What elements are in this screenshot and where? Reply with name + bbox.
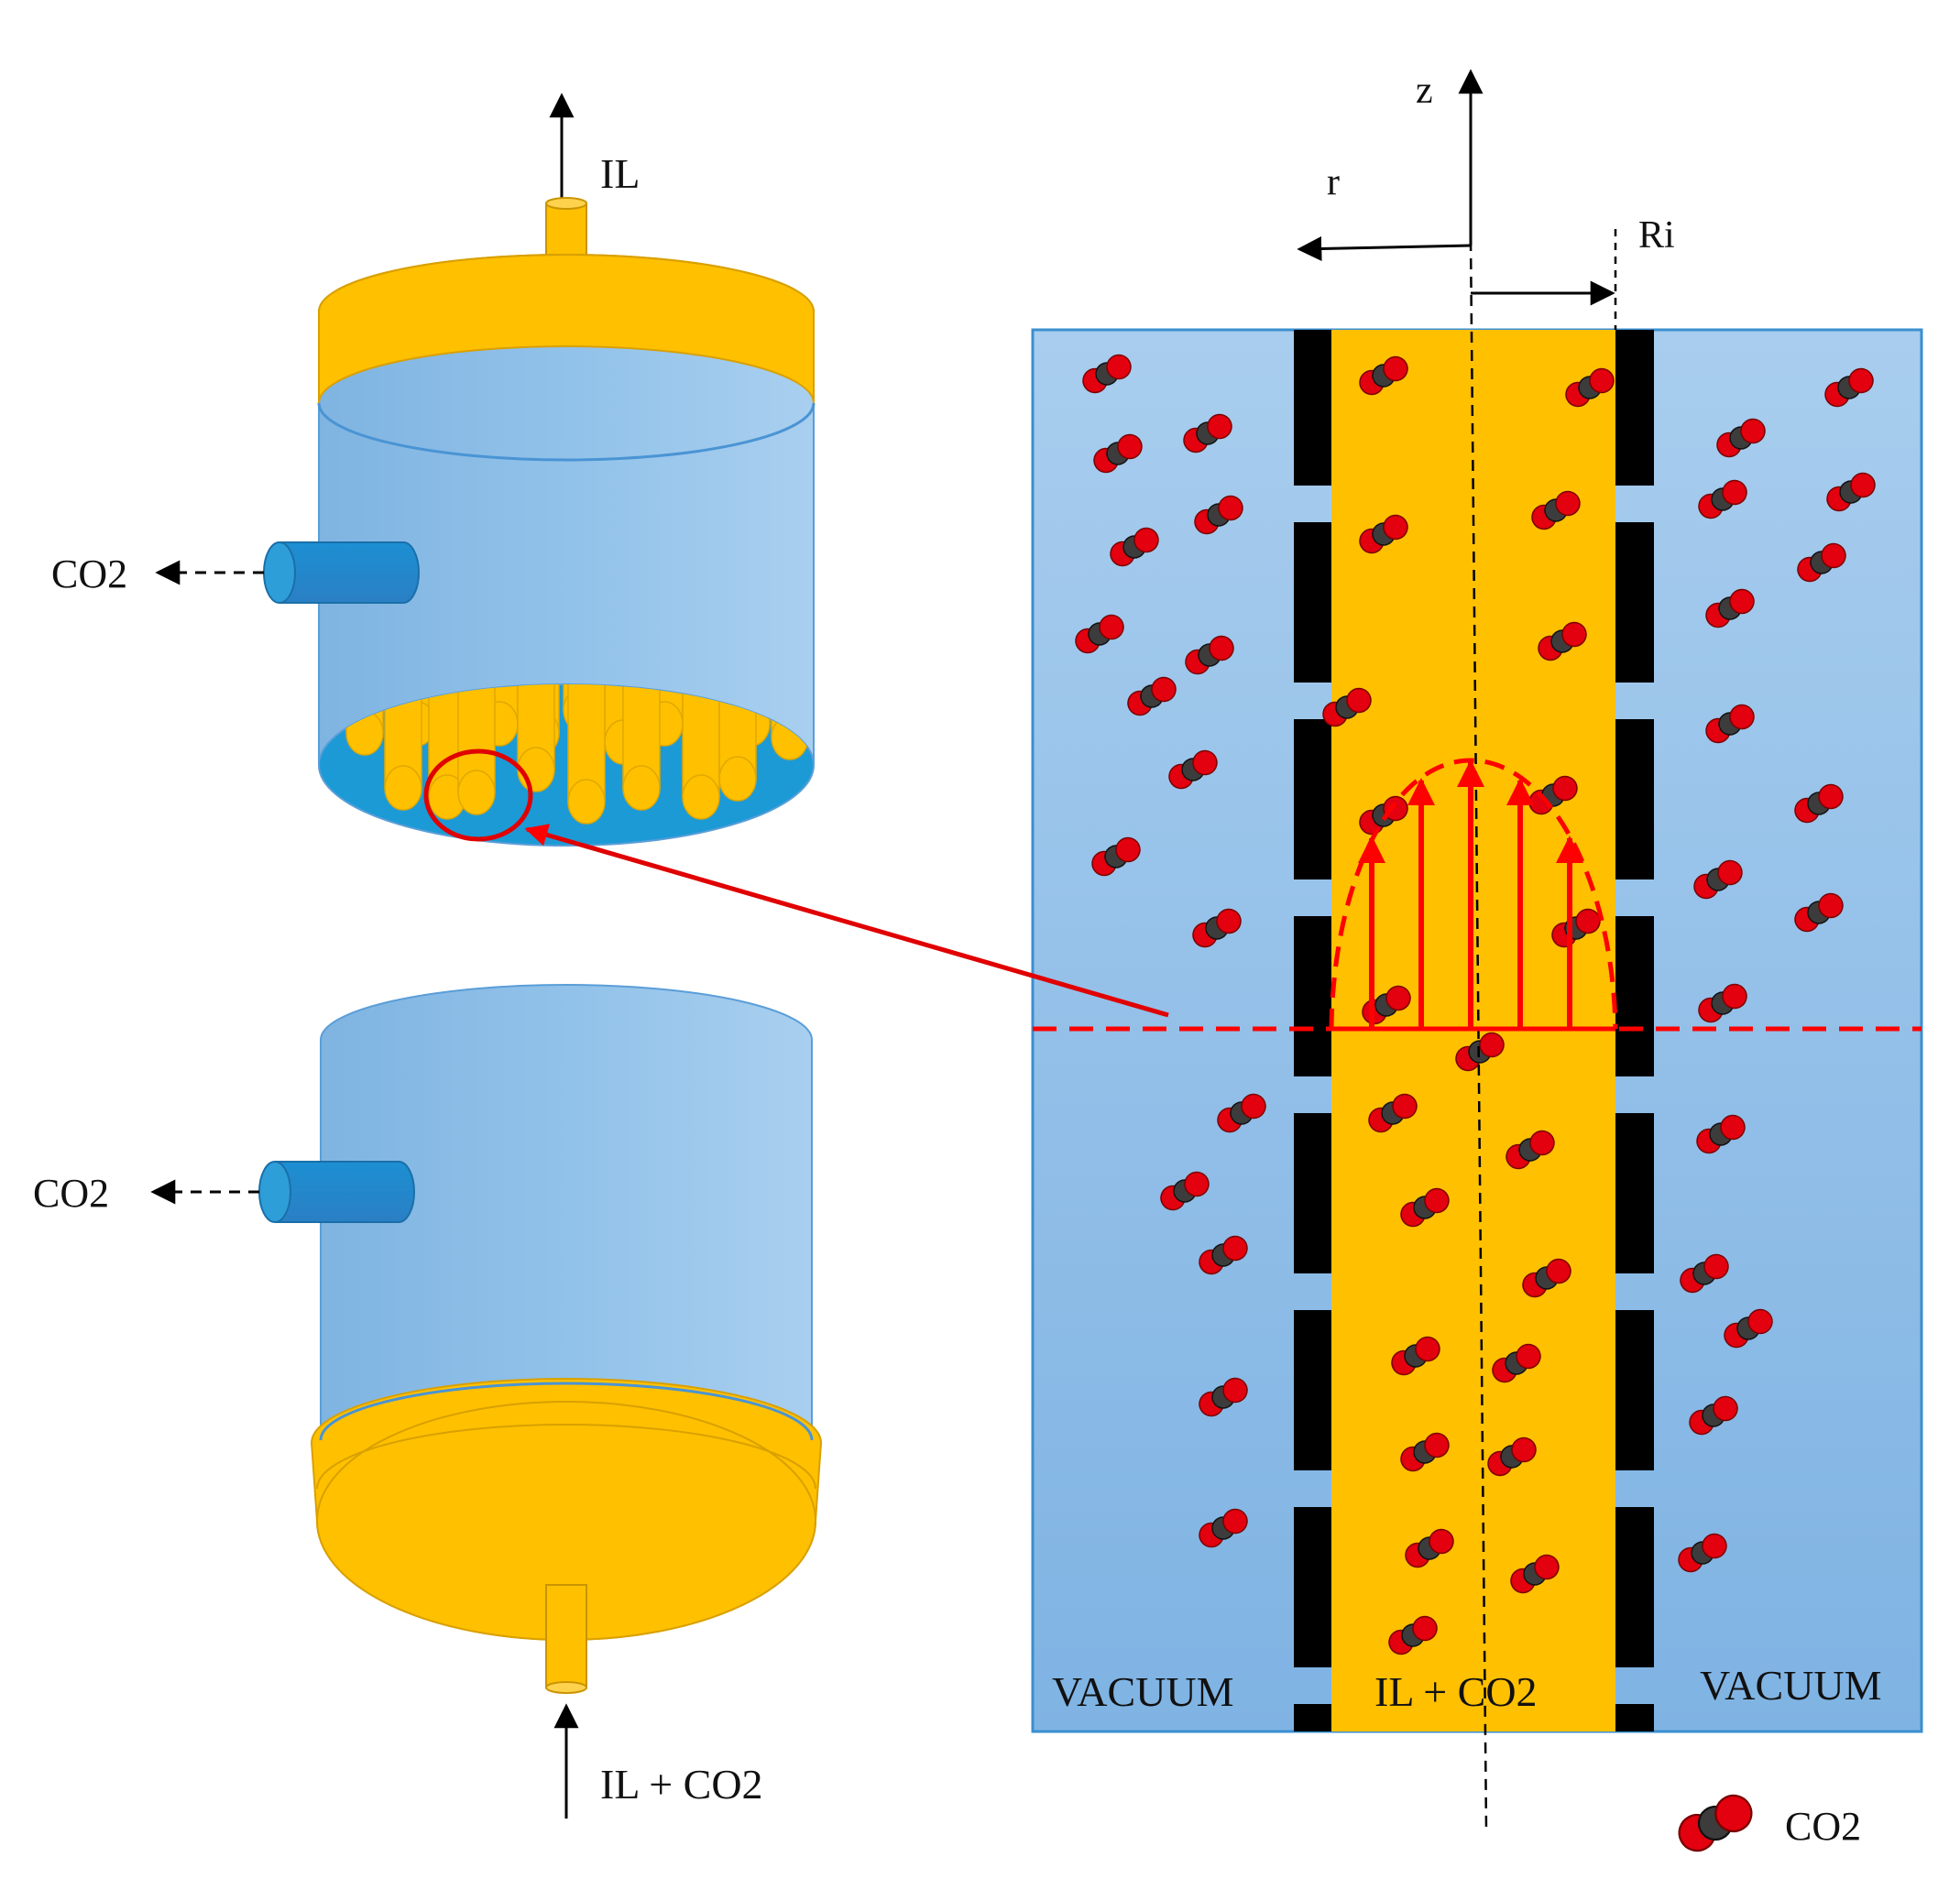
vacuum-left-label: VACUUM — [1052, 1668, 1234, 1715]
lower-module: CO2 IL + CO2 — [33, 984, 823, 1819]
membrane-segment-right — [1615, 330, 1654, 486]
membrane-segment-left — [1294, 1113, 1334, 1273]
membrane-segment-left — [1294, 916, 1334, 1076]
upper-co2-label: CO2 — [51, 552, 127, 596]
zoom-connector-arrow — [524, 824, 1169, 1018]
fiber-highlight-circle — [423, 748, 533, 842]
membrane-segment-left — [1294, 330, 1334, 486]
hollow-fiber — [622, 684, 661, 811]
z-axis-label: z — [1416, 70, 1433, 112]
hollow-fiber — [567, 684, 606, 825]
membrane-segment-right — [1615, 916, 1654, 1076]
lower-co2-label: CO2 — [33, 1171, 109, 1216]
hollow-fiber — [682, 684, 720, 820]
membrane-segment-right — [1615, 719, 1654, 879]
membrane-segment-left — [1294, 522, 1334, 683]
membrane-walls — [1294, 330, 1654, 1732]
membrane-segment-left — [1294, 1310, 1334, 1470]
membrane-segment-right — [1615, 1113, 1654, 1273]
detail-panel: VACUUM IL + CO2 VACUUM — [1031, 239, 1923, 1831]
hollow-fiber — [457, 684, 496, 815]
membrane-segment-right — [1615, 522, 1654, 683]
membrane-segment-right — [1615, 1507, 1654, 1667]
lower-co2-port — [258, 1161, 415, 1223]
il-outlet-label: IL — [600, 150, 640, 197]
vacuum-right-label: VACUUM — [1700, 1662, 1882, 1709]
r-axis — [1297, 235, 1472, 261]
coordinate-axes: z r Ri — [1297, 69, 1675, 330]
lumen-label: IL + CO2 — [1374, 1668, 1538, 1715]
r-axis-label: r — [1327, 161, 1340, 203]
membrane-segment-left — [1294, 1704, 1334, 1732]
upper-module: IL CO2 — [51, 93, 816, 847]
legend-co2-label: CO2 — [1785, 1804, 1861, 1849]
bottom-nozzle — [545, 1584, 587, 1688]
membrane-segment-left — [1294, 719, 1334, 879]
upper-co2-port — [263, 541, 420, 604]
symmetry-axis — [1469, 239, 1488, 1831]
co2-molecule-icon — [1671, 1787, 1759, 1859]
membrane-segment-right — [1615, 1704, 1654, 1732]
lower-shell — [320, 984, 813, 1444]
radius-label: Ri — [1638, 214, 1675, 257]
il-co2-inlet-label: IL + CO2 — [600, 1761, 763, 1808]
membrane-segment-right — [1615, 1310, 1654, 1470]
membrane-segment-left — [1294, 1507, 1334, 1667]
legend: CO2 — [1671, 1787, 1861, 1859]
